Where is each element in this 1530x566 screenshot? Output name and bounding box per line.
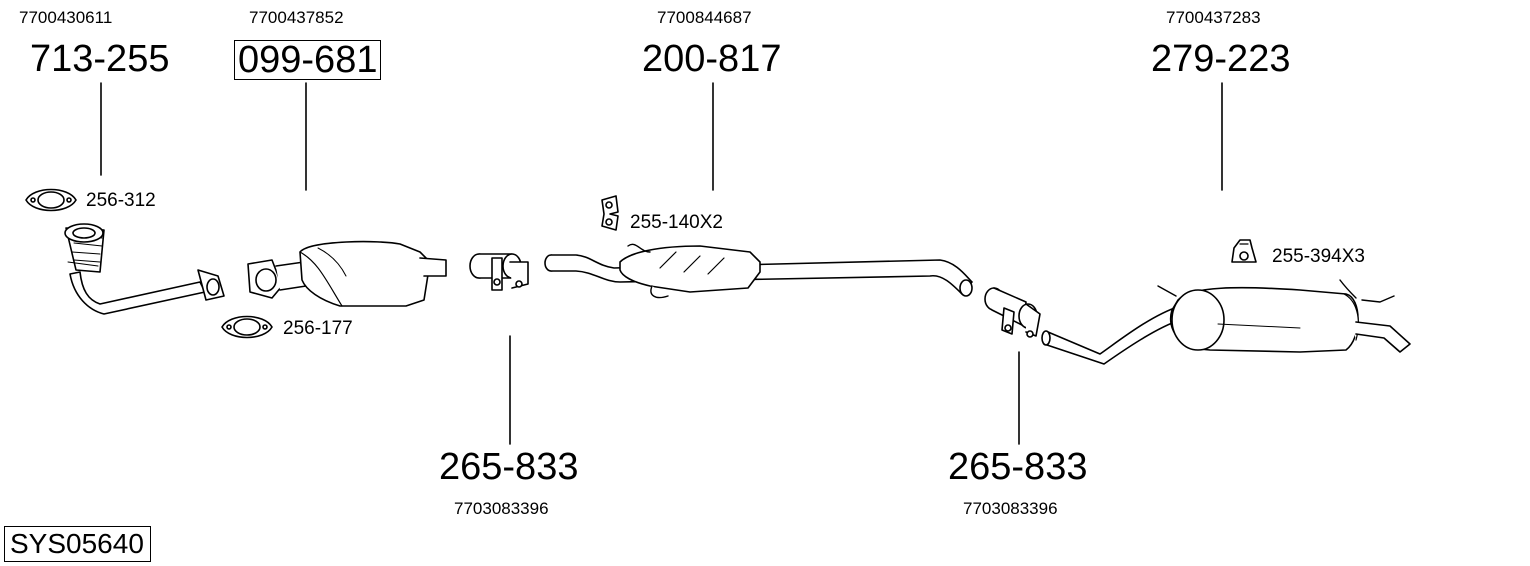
rear-silencer-drawing bbox=[1041, 279, 1411, 365]
accessory-label: 255-394X3 bbox=[1272, 246, 1365, 267]
gasket-icon bbox=[221, 315, 273, 339]
clamp-drawing bbox=[984, 287, 1041, 338]
oem-number: 7703083396 bbox=[963, 499, 1058, 518]
part-number: 265-833 bbox=[948, 446, 1088, 488]
oem-number: 7700844687 bbox=[657, 8, 752, 27]
clamp-drawing bbox=[469, 253, 529, 291]
accessory-label: 256-177 bbox=[283, 318, 353, 339]
gasket-icon bbox=[25, 188, 77, 212]
oem-number: 7700437852 bbox=[249, 8, 344, 27]
part-number: 200-817 bbox=[642, 38, 782, 80]
part-number-highlighted: 099-681 bbox=[234, 40, 382, 80]
oem-number: 7703083396 bbox=[454, 499, 549, 518]
catalytic-converter-drawing bbox=[247, 240, 447, 307]
accessory-label: 255-140X2 bbox=[630, 212, 723, 233]
oem-number: 7700430611 bbox=[19, 8, 113, 27]
accessory-label: 256-312 bbox=[86, 190, 156, 211]
system-code: SYS05640 bbox=[4, 526, 151, 562]
rubber-mount-icon bbox=[1231, 239, 1257, 263]
rubber-mount-icon bbox=[601, 195, 619, 231]
part-number: 279-223 bbox=[1151, 38, 1291, 80]
oem-number: 7700437283 bbox=[1166, 8, 1261, 27]
part-number: 265-833 bbox=[439, 446, 579, 488]
part-number: 713-255 bbox=[30, 38, 170, 80]
leader-lines bbox=[100, 82, 1223, 445]
middle-silencer-drawing bbox=[544, 243, 973, 299]
front-pipe-drawing bbox=[64, 223, 225, 315]
